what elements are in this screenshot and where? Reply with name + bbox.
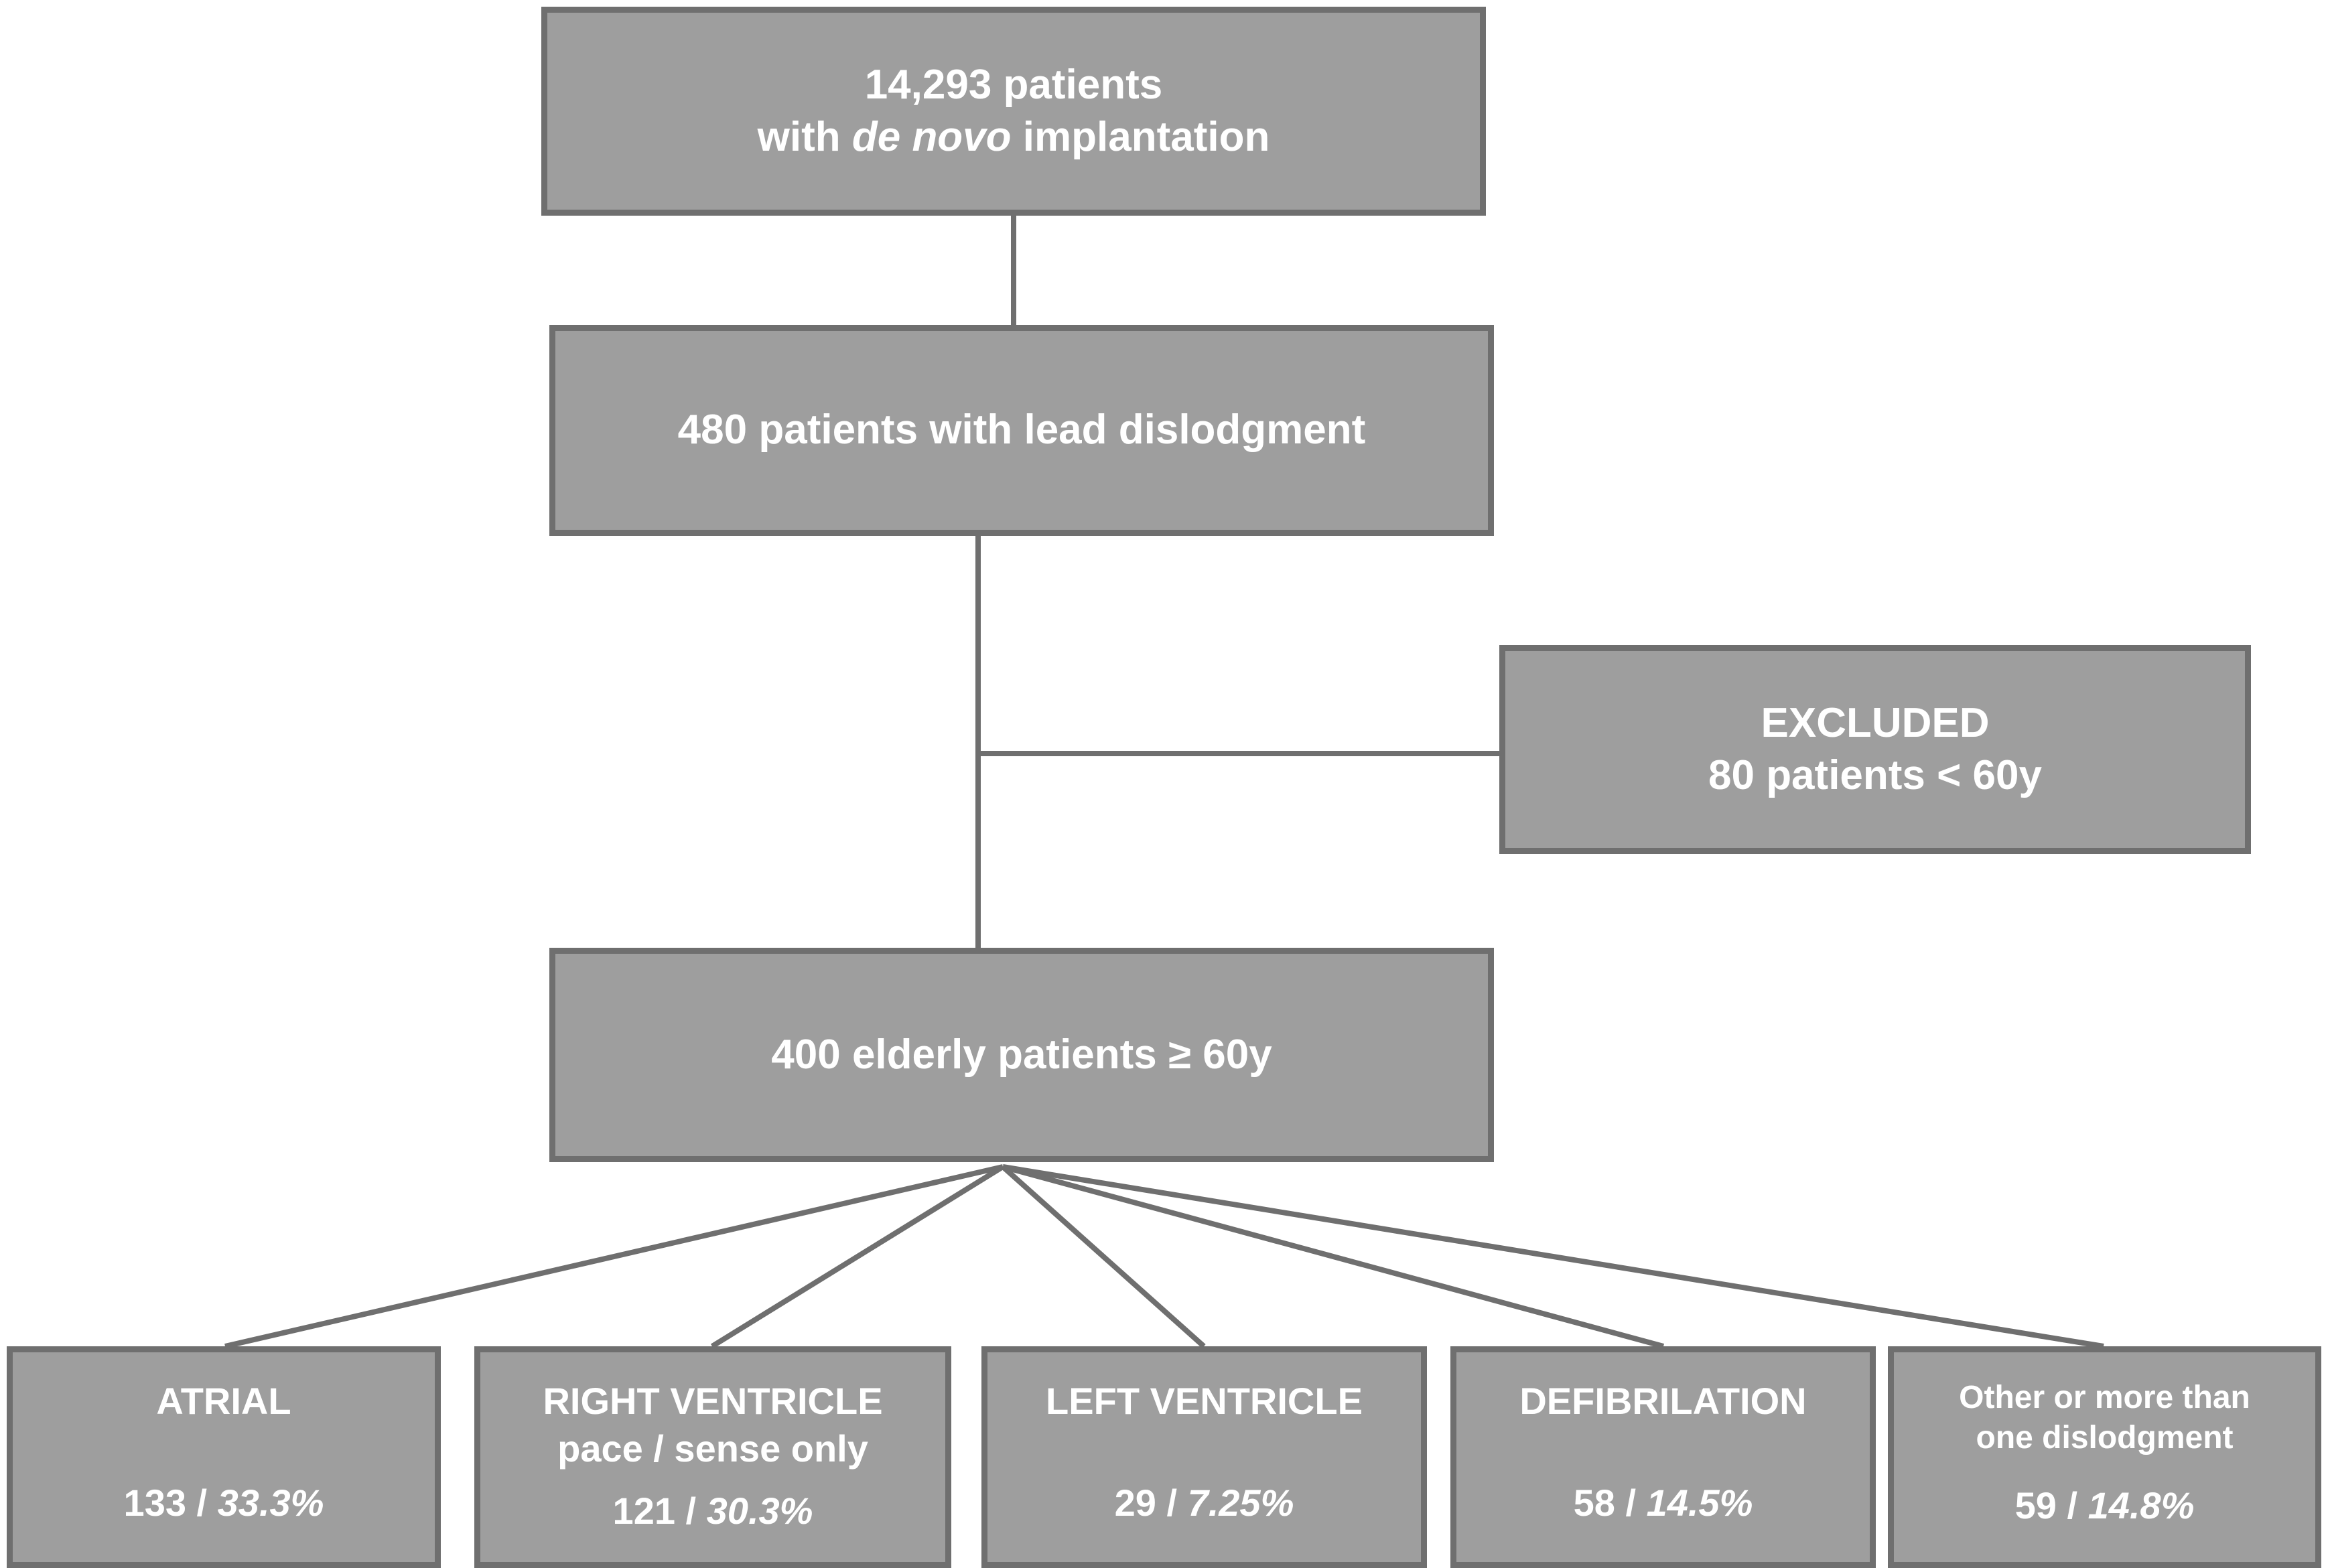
leaf-left-ventricle-title: LEFT VENTRICLE [987,1378,1421,1425]
leaf-node-atrial: ATRIAL 133 / 33.3% [7,1346,441,1568]
leaf-atrial-count: 133 / 33.3% [13,1480,435,1527]
node-total-patients: 14,293 patients with de novo implantatio… [541,7,1486,216]
node-elderly-line1: 400 elderly patients ≥ 60y [771,1031,1272,1078]
node-excluded-line2: 80 patients < 60y [1708,752,2042,798]
leaf-defibrilation-title-line1: DEFIBRILATION [1519,1380,1807,1422]
leaf-right-ventricle-count-value: 121 / [612,1490,707,1533]
node-excluded: EXCLUDED 80 patients < 60y [1499,645,2251,854]
node-total-line2: with de novo implantation [758,111,1270,163]
leaf-right-ventricle-title-line1: RIGHT VENTRICLE [543,1380,883,1422]
leaf-right-ventricle-title: RIGHT VENTRICLE pace / sense only [480,1378,945,1472]
leaf-other-count-percent: 14.8% [2087,1484,2195,1527]
leaf-left-ventricle-title-line1: LEFT VENTRICLE [1046,1380,1363,1422]
connector-elderly-to-right-ventricle [710,1164,1005,1349]
leaf-left-ventricle-count: 29 / 7.25% [987,1480,1421,1527]
leaf-right-ventricle-count-percent: 30.3% [706,1490,813,1533]
node-excluded-line1: EXCLUDED [1761,699,1990,746]
leaf-right-ventricle-count: 121 / 30.3% [480,1488,945,1535]
leaf-node-other: Other or more than one dislodgment 59 / … [1888,1346,2321,1568]
leaf-defibrilation-count-value: 58 / [1573,1482,1647,1524]
leaf-atrial-title: ATRIAL [13,1378,435,1425]
node-total-line2-prefix: with [757,114,852,160]
leaf-other-count: 59 / 14.8% [1894,1482,2315,1530]
leaf-other-title: Other or more than one dislodgment [1894,1378,2315,1459]
leaf-node-defibrilation: DEFIBRILATION 58 / 14.5% [1450,1346,1876,1568]
leaf-atrial-count-value: 133 / [123,1482,218,1524]
leaf-defibrilation-count: 58 / 14.5% [1456,1480,1870,1527]
leaf-defibrilation-title: DEFIBRILATION [1456,1378,1870,1425]
connector-elderly-to-other [1002,1164,2104,1349]
node-elderly-patients: 400 elderly patients ≥ 60y [549,948,1494,1162]
leaf-node-left-ventricle: LEFT VENTRICLE 29 / 7.25% [981,1346,1427,1568]
connector-elderly-to-left-ventricle [1001,1165,1206,1348]
node-lead-dislodgment: 480 patients with lead dislodgment [549,325,1494,536]
leaf-other-title-line2: one dislodgment [1976,1420,2234,1456]
leaf-atrial-count-percent: 33.3% [217,1482,324,1524]
node-total-line2-italic: de novo [851,114,1012,160]
connector-elderly-to-atrial [224,1164,1004,1349]
node-total-line2-suffix: implantation [1011,114,1270,160]
leaf-left-ventricle-count-value: 29 / [1114,1482,1188,1524]
node-total-line1: 14,293 patients [864,61,1163,108]
connector-elderly-to-defibrilation [1002,1164,1665,1349]
leaf-node-right-ventricle: RIGHT VENTRICLE pace / sense only 121 / … [474,1346,951,1568]
leaf-atrial-title-line1: ATRIAL [156,1380,291,1422]
leaf-defibrilation-count-percent: 14.5% [1646,1482,1753,1524]
leaf-left-ventricle-count-percent: 7.25% [1187,1482,1294,1524]
node-dislodgment-line1: 480 patients with lead dislodgment [677,407,1366,453]
leaf-right-ventricle-title-line2: pace / sense only [557,1427,868,1470]
leaf-other-title-line1: Other or more than [1959,1380,2250,1415]
leaf-other-count-value: 59 / [2014,1484,2088,1527]
